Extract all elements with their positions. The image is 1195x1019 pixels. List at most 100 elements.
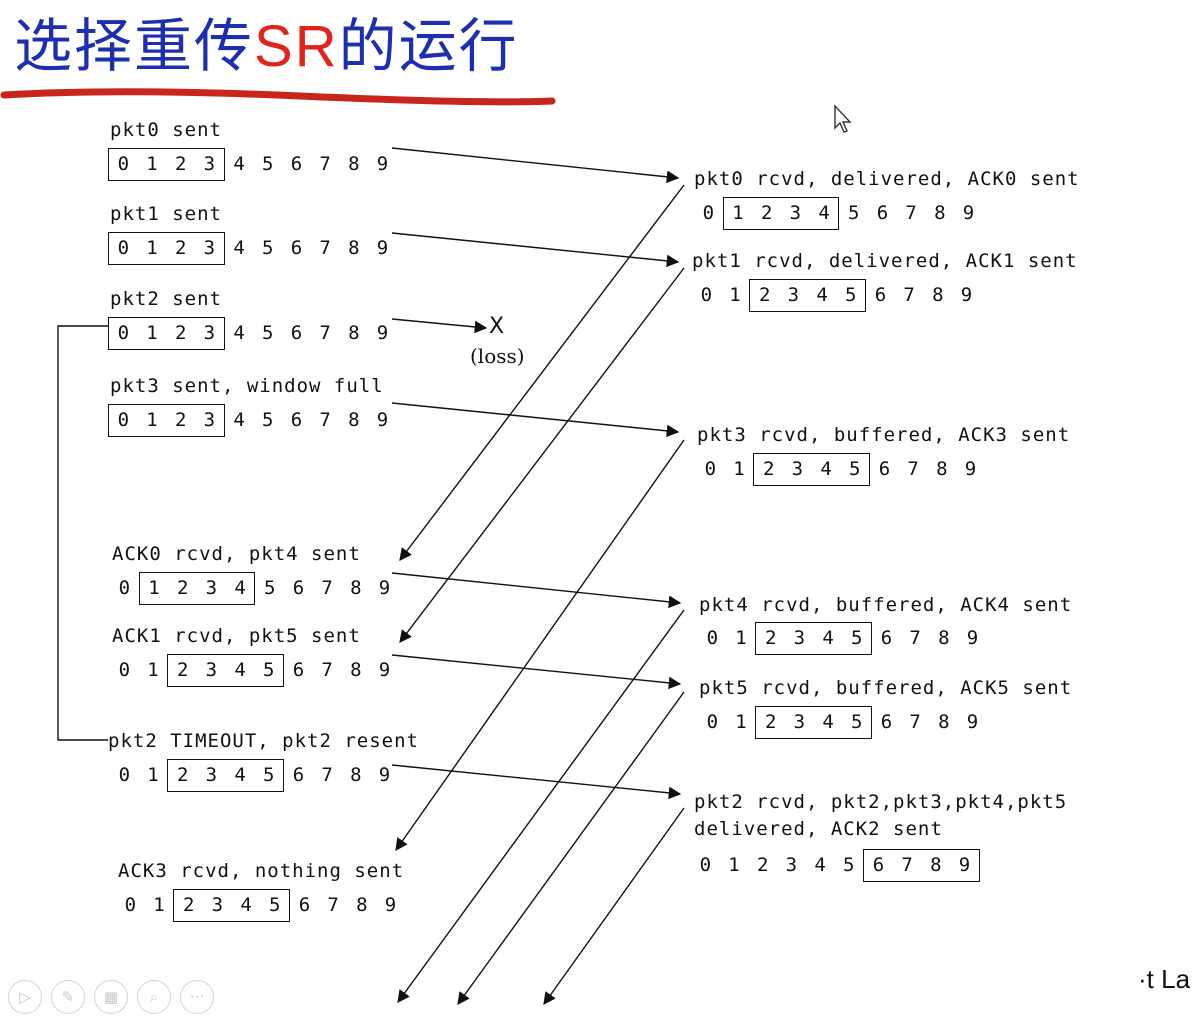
- seq-number: 8: [348, 153, 360, 175]
- seq-number: 6: [876, 202, 889, 224]
- seq-number: 0: [704, 458, 717, 480]
- zoom-icon[interactable]: ⌕: [137, 980, 171, 1014]
- pen-icon[interactable]: ✎: [51, 980, 85, 1014]
- arrow-ack4: [397, 609, 685, 1004]
- seq-number: 5: [263, 659, 275, 681]
- sender-label-7: ACK3 rcvd, nothing sent: [118, 860, 405, 882]
- seq-number: 7: [901, 854, 913, 876]
- sender-label-5: ACK1 rcvd, pkt5 sent: [112, 625, 361, 647]
- seq-number: 3: [793, 711, 806, 733]
- seq-number: 8: [930, 854, 942, 876]
- seq-number: 9: [384, 894, 397, 916]
- seq-number: 1: [735, 627, 747, 649]
- seq-number: 2: [174, 322, 187, 344]
- seq-number: 2: [764, 711, 777, 733]
- more-icon[interactable]: ···: [180, 980, 214, 1014]
- seq-number: 4: [233, 153, 245, 175]
- seq-number: 0: [702, 202, 715, 224]
- seq-number: 0: [699, 854, 712, 876]
- seq-number: 8: [348, 409, 360, 431]
- seq-number: 7: [903, 284, 915, 306]
- seq-number: 2: [174, 153, 187, 175]
- seq-number: 4: [814, 854, 826, 876]
- seq-number: 6: [290, 409, 303, 431]
- seq-number: 0: [118, 659, 131, 681]
- seq-number: 5: [849, 458, 861, 480]
- seq-number: 5: [845, 284, 857, 306]
- receiver-label-5-line2: delivered, ACK2 sent: [694, 818, 943, 840]
- seq-number: 7: [321, 764, 333, 786]
- seq-number: 1: [732, 202, 744, 224]
- mouse-cursor-icon: [834, 104, 852, 133]
- sender-label-4: ACK0 rcvd, pkt4 sent: [112, 543, 361, 565]
- seq-number: 1: [147, 659, 159, 681]
- seq-number: 2: [176, 764, 189, 786]
- arrow-pkt1: [391, 232, 680, 268]
- seq-number: 8: [938, 627, 950, 649]
- seq-number: 3: [205, 659, 218, 681]
- seq-number: 2: [762, 458, 775, 480]
- seq-number: 6: [290, 153, 303, 175]
- seq-number: 3: [205, 764, 218, 786]
- slides-icon[interactable]: ▦: [94, 980, 128, 1014]
- seq-number: 8: [350, 659, 362, 681]
- seq-number: 5: [851, 627, 863, 649]
- seq-number: 5: [262, 153, 274, 175]
- receiver-label-2: pkt3 rcvd, buffered, ACK3 sent: [697, 424, 1071, 446]
- play-icon[interactable]: ▷: [8, 980, 42, 1014]
- arrow-pkt2-resent: [391, 764, 682, 800]
- seq-number: 8: [934, 202, 946, 224]
- arrow-pkt0: [391, 147, 680, 184]
- receiver-label-4: pkt5 rcvd, buffered, ACK5 sent: [699, 677, 1073, 699]
- receiver-label-1: pkt1 rcvd, delivered, ACK1 sent: [692, 250, 1078, 272]
- seq-number: 6: [880, 711, 893, 733]
- seq-number: 4: [820, 458, 832, 480]
- seq-number: 6: [292, 659, 305, 681]
- timeout-bracket: [57, 325, 108, 741]
- arrow-ack1: [399, 267, 685, 644]
- seq-number: 8: [348, 322, 360, 344]
- arrow-ack3: [395, 439, 685, 852]
- loss-label: (loss): [470, 344, 525, 368]
- seq-number: 5: [843, 854, 855, 876]
- seq-number: 9: [962, 202, 975, 224]
- seq-number: 3: [203, 153, 216, 175]
- seq-number: 5: [263, 764, 275, 786]
- seq-number: 8: [356, 894, 368, 916]
- seq-number: 3: [205, 577, 218, 599]
- seq-number: 9: [964, 458, 977, 480]
- seq-number: 0: [118, 577, 131, 599]
- seq-number: 7: [319, 322, 331, 344]
- sender-label-6: pkt2 TIMEOUT, pkt2 resent: [108, 730, 419, 752]
- arrow-ack2: [543, 807, 685, 1006]
- seq-number: 6: [298, 894, 311, 916]
- seq-number: 2: [182, 894, 195, 916]
- seq-number: 4: [818, 202, 830, 224]
- arrow-ack5: [457, 691, 685, 1006]
- seq-number: 4: [822, 711, 834, 733]
- seq-number: 5: [851, 711, 863, 733]
- seq-number: 0: [117, 237, 130, 259]
- seq-number: 6: [290, 237, 303, 259]
- seq-number: 9: [378, 577, 391, 599]
- seq-number: 5: [269, 894, 281, 916]
- seq-number: 3: [789, 202, 802, 224]
- receiver-label-5: pkt2 rcvd, pkt2,pkt3,pkt4,pkt5: [694, 791, 1068, 813]
- seq-number: 2: [758, 284, 771, 306]
- seq-number: 9: [958, 854, 971, 876]
- seq-number: 3: [211, 894, 224, 916]
